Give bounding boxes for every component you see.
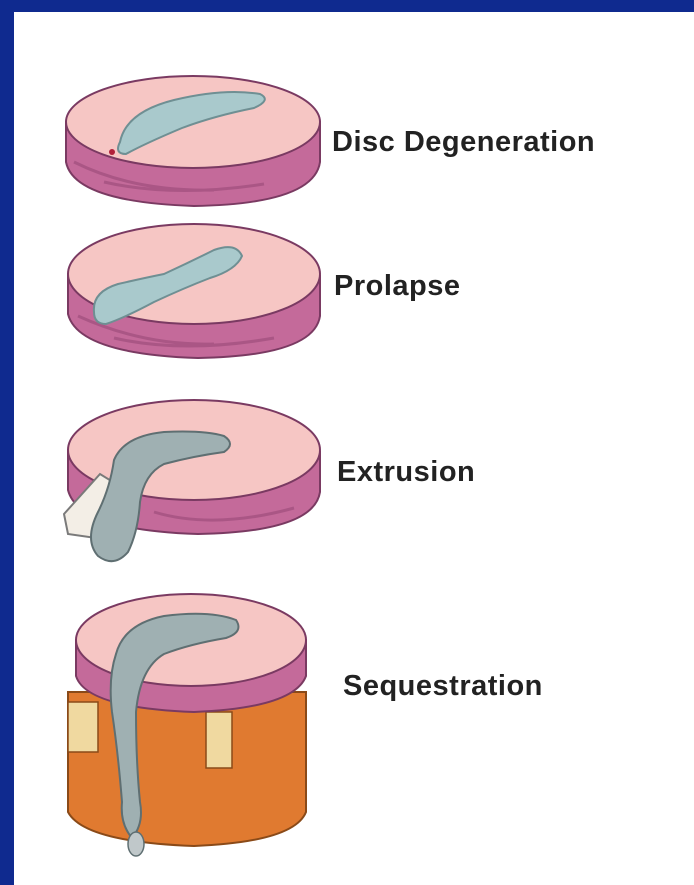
stage-label-sequestration: Sequestration bbox=[343, 670, 543, 703]
diagram-panel: Disc Degeneration Prolapse Extrusion bbox=[14, 12, 694, 885]
disc-sequestration-icon bbox=[14, 12, 694, 885]
